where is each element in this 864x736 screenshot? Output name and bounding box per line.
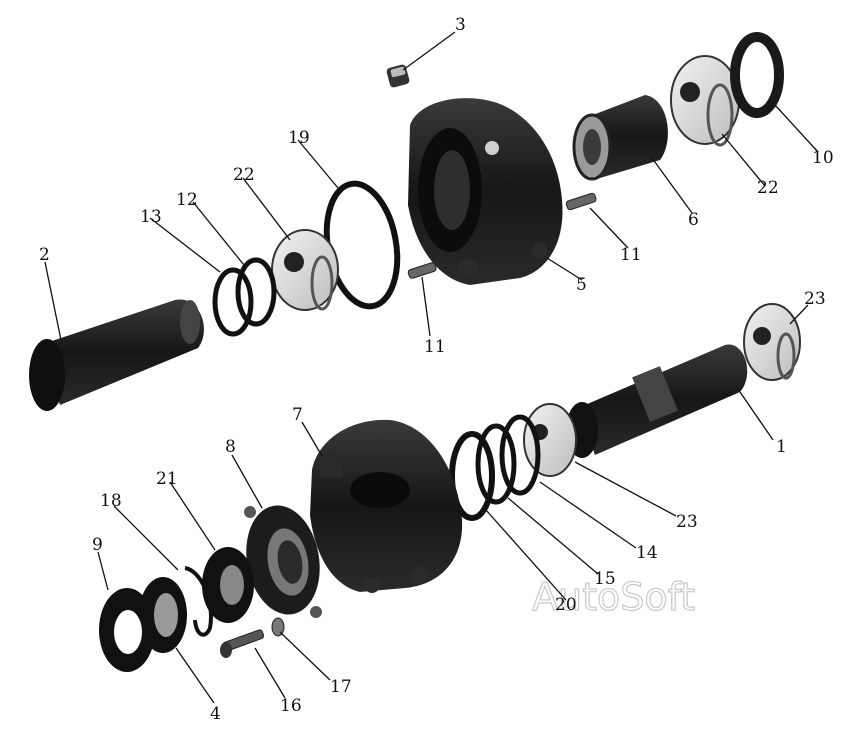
label-part-23-right: 23 [804, 289, 826, 309]
part-21-seal [202, 547, 254, 623]
label-part-12: 12 [176, 190, 198, 210]
label-part-23-middle: 23 [676, 512, 698, 532]
label-part-13: 13 [140, 207, 162, 227]
part-labels: 1 2 3 4 5 6 7 8 9 10 11 11 12 13 14 15 1… [39, 15, 834, 724]
part-15-o-ring [475, 423, 517, 505]
part-23-flange-middle [523, 403, 577, 477]
label-part-11-middle: 11 [424, 337, 446, 357]
watermark-text: AutoSoft [532, 575, 695, 619]
part-13-ring [212, 267, 254, 337]
label-part-19: 19 [288, 128, 310, 148]
label-part-21: 21 [156, 469, 178, 489]
label-part-8: 8 [225, 437, 236, 457]
label-part-4: 4 [210, 704, 221, 724]
label-part-10: 10 [812, 148, 834, 168]
label-part-11-right: 11 [620, 245, 642, 265]
label-part-15: 15 [594, 569, 616, 589]
part-8-cover-plate [244, 505, 322, 618]
label-part-5: 5 [576, 275, 587, 295]
label-part-7: 7 [292, 405, 303, 425]
leader-lines [44, 31, 819, 704]
label-part-22-left: 22 [233, 165, 255, 185]
part-6-bushing [572, 95, 668, 181]
part-7-lower-housing [310, 419, 463, 593]
part-23-flange-right [743, 303, 801, 381]
label-part-17: 17 [330, 677, 352, 697]
label-part-22-right: 22 [757, 178, 779, 198]
part-1-shaft [566, 344, 748, 458]
part-20-o-ring [449, 431, 495, 521]
label-part-1: 1 [776, 437, 787, 457]
part-12-ring [235, 257, 277, 327]
part-9-washer [99, 588, 155, 672]
part-22-flange-right [670, 55, 740, 147]
part-17-small-washer [271, 617, 285, 637]
label-part-2: 2 [39, 245, 50, 265]
label-part-16: 16 [280, 696, 302, 716]
part-16-bolt [220, 629, 265, 658]
part-11-pin-right [565, 192, 597, 211]
part-22-flange-left [271, 229, 339, 311]
part-18-snap-ring [184, 566, 213, 637]
label-part-20: 20 [555, 595, 577, 615]
label-part-14: 14 [636, 543, 658, 563]
part-11-pin-middle [407, 262, 437, 279]
part-5-upper-housing [408, 98, 563, 285]
label-part-3: 3 [455, 15, 466, 35]
part-2-shaft [29, 299, 204, 411]
part-3-plug [386, 64, 410, 88]
part-14-o-ring [499, 414, 541, 496]
part-10-ring [730, 32, 784, 118]
label-part-9: 9 [92, 535, 103, 555]
label-part-18: 18 [100, 491, 122, 511]
label-part-6: 6 [688, 210, 699, 230]
